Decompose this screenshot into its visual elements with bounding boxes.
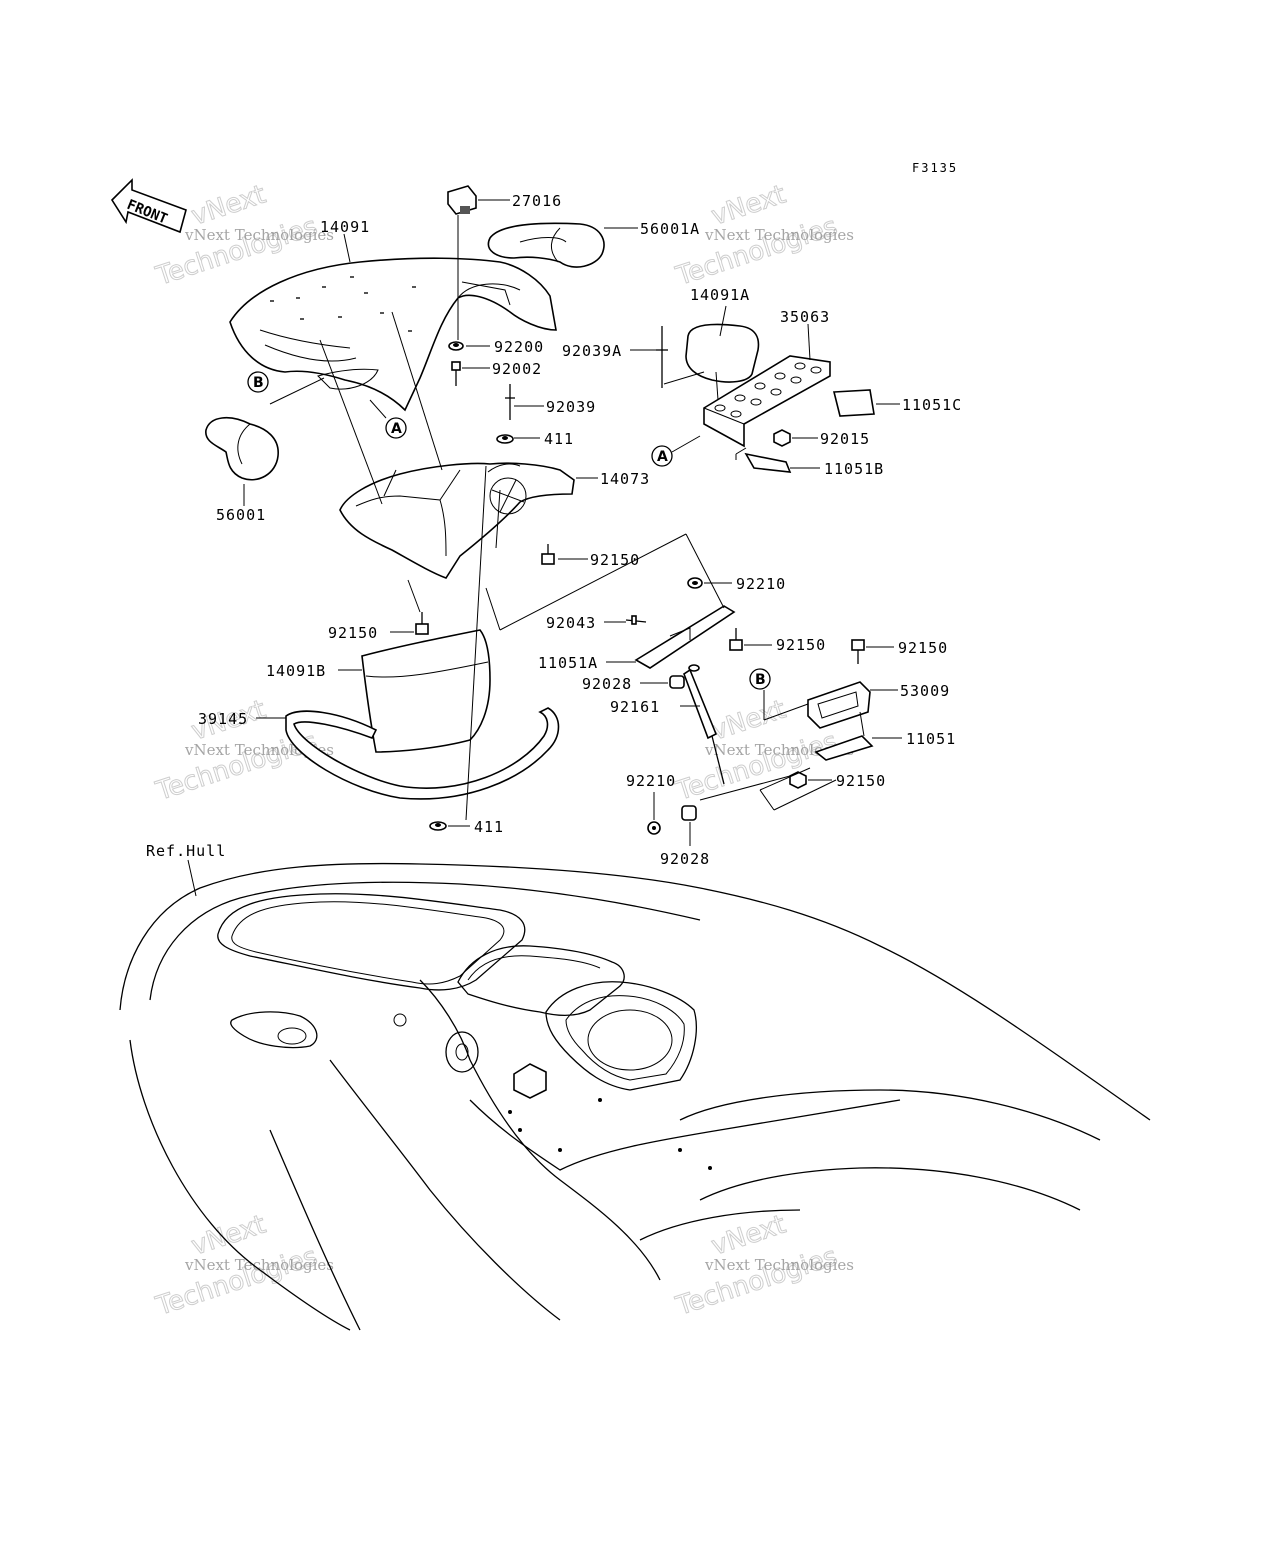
svg-text:Technologies: Technologies — [152, 1242, 321, 1322]
part-14091B-cover — [361, 629, 491, 753]
watermark-bottom-right: vNext Technologies vNext Technologies — [671, 1209, 854, 1322]
part-11051C-pad — [832, 389, 875, 417]
svg-text:vNext: vNext — [708, 1210, 790, 1262]
callout-B-right: B — [749, 668, 771, 690]
label-39145: 39145 — [198, 710, 248, 728]
label-56001: 56001 — [216, 506, 266, 524]
label-11051A: 11051A — [538, 654, 598, 672]
callout-A-right: A — [651, 445, 673, 467]
label-92002: 92002 — [492, 360, 542, 378]
svg-text:A: A — [391, 421, 402, 437]
label-56001A: 56001A — [640, 220, 700, 238]
svg-text:vNext Technologies: vNext Technologies — [184, 1256, 334, 1274]
svg-text:B: B — [253, 375, 264, 391]
part-11051A-bracket — [634, 605, 736, 669]
watermark-bottom-left: vNext Technologies vNext Technologies — [151, 1209, 334, 1322]
label-11051C: 11051C — [902, 396, 962, 414]
svg-text:vNext Technologies: vNext Technologies — [704, 1256, 854, 1274]
label-14073: 14073 — [600, 470, 650, 488]
label-11051: 11051 — [906, 730, 956, 748]
front-arrow-icon: FRONT — [110, 178, 187, 234]
callout-B-top: B — [247, 371, 269, 393]
label-ref-hull: Ref.Hull — [146, 842, 226, 860]
front-seat-part — [229, 257, 557, 412]
part-92043-pin — [625, 615, 647, 625]
part-27016-block — [447, 185, 477, 340]
part-92200-washer — [448, 341, 464, 351]
part-35063-bracket — [703, 355, 831, 448]
label-92210-b: 92210 — [626, 772, 676, 790]
label-92150-e: 92150 — [836, 772, 886, 790]
part-14073-seat-base — [339, 462, 575, 579]
part-56001A-pad — [487, 222, 605, 268]
part-92150-bolt-b — [415, 612, 429, 635]
label-92150-b: 92150 — [328, 624, 378, 642]
part-92150-bolt-d — [851, 639, 865, 664]
part-92039-stud — [505, 384, 515, 420]
hull-outline — [119, 862, 1151, 1331]
label-92028-b: 92028 — [660, 850, 710, 868]
part-92210-washer-b — [647, 821, 661, 835]
label-92150-c: 92150 — [776, 636, 826, 654]
label-14091A: 14091A — [690, 286, 750, 304]
part-92150-bolt-e — [789, 771, 807, 789]
part-92161-damper — [683, 664, 725, 785]
part-92039A-stud — [656, 326, 668, 388]
label-92150-a: 92150 — [590, 551, 640, 569]
svg-text:B: B — [755, 672, 766, 688]
svg-text:vNext: vNext — [188, 1210, 270, 1262]
part-411-washer-bottom — [429, 821, 447, 831]
label-53009: 53009 — [900, 682, 950, 700]
label-14091: 14091 — [320, 218, 370, 236]
part-labels: 27016 14091 56001A 14091A 35063 92039A 9… — [146, 192, 962, 868]
part-92028-bushing-a — [669, 675, 685, 689]
svg-text:Technologies: Technologies — [672, 1242, 841, 1322]
label-92028-a: 92028 — [582, 675, 632, 693]
label-92150-d: 92150 — [898, 639, 948, 657]
part-92150-bolt-c — [729, 628, 743, 651]
svg-text:vNext Technologies: vNext Technologies — [704, 741, 854, 759]
figure-code: F3135 — [912, 161, 958, 175]
svg-text:vNext Technologies: vNext Technologies — [704, 226, 854, 244]
svg-text:vNext Technologies: vNext Technologies — [184, 226, 334, 244]
label-92200: 92200 — [494, 338, 544, 356]
svg-text:vNext: vNext — [188, 180, 270, 232]
label-411-top: 411 — [544, 430, 574, 448]
label-92043: 92043 — [546, 614, 596, 632]
label-411-bottom: 411 — [474, 818, 504, 836]
part-92015-nut — [773, 429, 791, 447]
part-11051-pad — [814, 735, 874, 761]
leader-lines — [187, 199, 902, 897]
label-92161: 92161 — [610, 698, 660, 716]
label-92015: 92015 — [820, 430, 870, 448]
part-39145-rail — [285, 707, 560, 800]
svg-text:vNext: vNext — [708, 695, 790, 747]
part-56001-pad — [205, 417, 279, 481]
part-92002-bolt — [451, 361, 461, 386]
part-14091A-pad — [685, 323, 760, 383]
label-14091B: 14091B — [266, 662, 326, 680]
part-92028-bushing-b — [681, 805, 697, 821]
label-92210-a: 92210 — [736, 575, 786, 593]
part-411-washer-top — [496, 434, 514, 444]
part-11051B-pad — [744, 452, 792, 473]
part-92150-bolt-a — [541, 544, 555, 565]
label-11051B: 11051B — [824, 460, 884, 478]
svg-text:Technologies: Technologies — [672, 727, 841, 807]
svg-text:A: A — [657, 449, 668, 465]
label-92039A: 92039A — [562, 342, 622, 360]
callout-A-mid: A — [385, 417, 407, 439]
label-92039: 92039 — [546, 398, 596, 416]
label-27016: 27016 — [512, 192, 562, 210]
part-92210-washer-a — [687, 577, 703, 589]
part-53009-handle — [807, 681, 871, 729]
svg-text:vNext: vNext — [708, 180, 790, 232]
label-35063: 35063 — [780, 308, 830, 326]
